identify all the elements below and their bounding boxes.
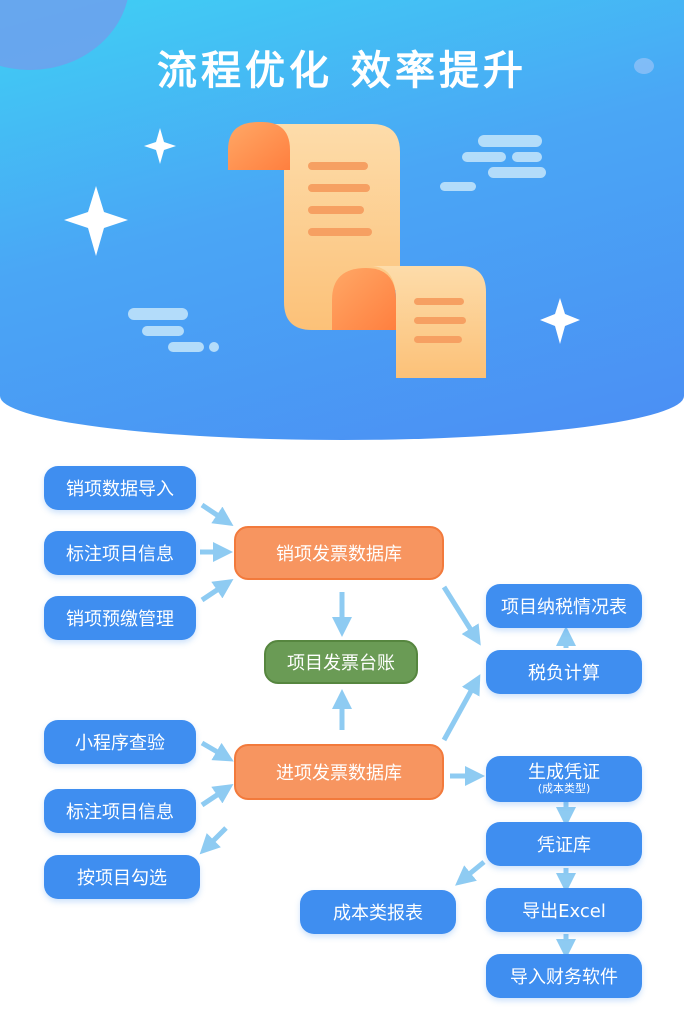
hero-title: 流程优化 效率提升	[157, 48, 527, 94]
node-tax-burden-calc: 税负计算	[486, 650, 642, 694]
node-sales-prepay: 销项预缴管理	[44, 596, 196, 640]
node-project-tax-report: 项目纳税情况表	[486, 584, 642, 628]
sparkle-icon	[540, 298, 580, 344]
node-sales-data-import: 销项数据导入	[44, 466, 196, 510]
node-purchase-tag-project: 标注项目信息	[44, 789, 196, 833]
voucher-title: 生成凭证	[528, 762, 600, 784]
arrow	[441, 585, 481, 646]
arrow	[199, 826, 228, 855]
node-voucher-library: 凭证库	[486, 822, 642, 866]
node-project-invoice-ledger: 项目发票台账	[264, 640, 418, 684]
arrow	[200, 502, 234, 526]
node-miniprogram-check: 小程序查验	[44, 720, 196, 764]
node-generate-voucher: 生成凭证 (成本类型)	[486, 756, 642, 802]
cloud-icon	[128, 308, 219, 352]
sparkle-icon	[64, 186, 128, 256]
node-sales-invoice-db: 销项发票数据库	[234, 526, 444, 580]
dot-icon	[634, 58, 654, 74]
arrow	[200, 740, 234, 762]
node-sales-tag-project: 标注项目信息	[44, 531, 196, 575]
node-select-by-project: 按项目勾选	[44, 855, 200, 899]
sparkle-icon	[144, 128, 176, 164]
cloud-icon	[440, 135, 546, 191]
arrow	[200, 579, 234, 603]
scroll-document-icon	[228, 122, 486, 378]
hero-illustration	[64, 58, 654, 378]
arrow	[200, 784, 234, 808]
arrow	[441, 674, 481, 742]
node-import-finance-software: 导入财务软件	[486, 954, 642, 998]
node-cost-report: 成本类报表	[300, 890, 456, 934]
node-purchase-invoice-db: 进项发票数据库	[234, 744, 444, 800]
arrow	[455, 860, 486, 886]
voucher-subtitle: (成本类型)	[537, 781, 591, 795]
hero-banner: 流程优化 效率提升	[0, 0, 684, 440]
node-export-excel: 导出Excel	[486, 888, 642, 932]
